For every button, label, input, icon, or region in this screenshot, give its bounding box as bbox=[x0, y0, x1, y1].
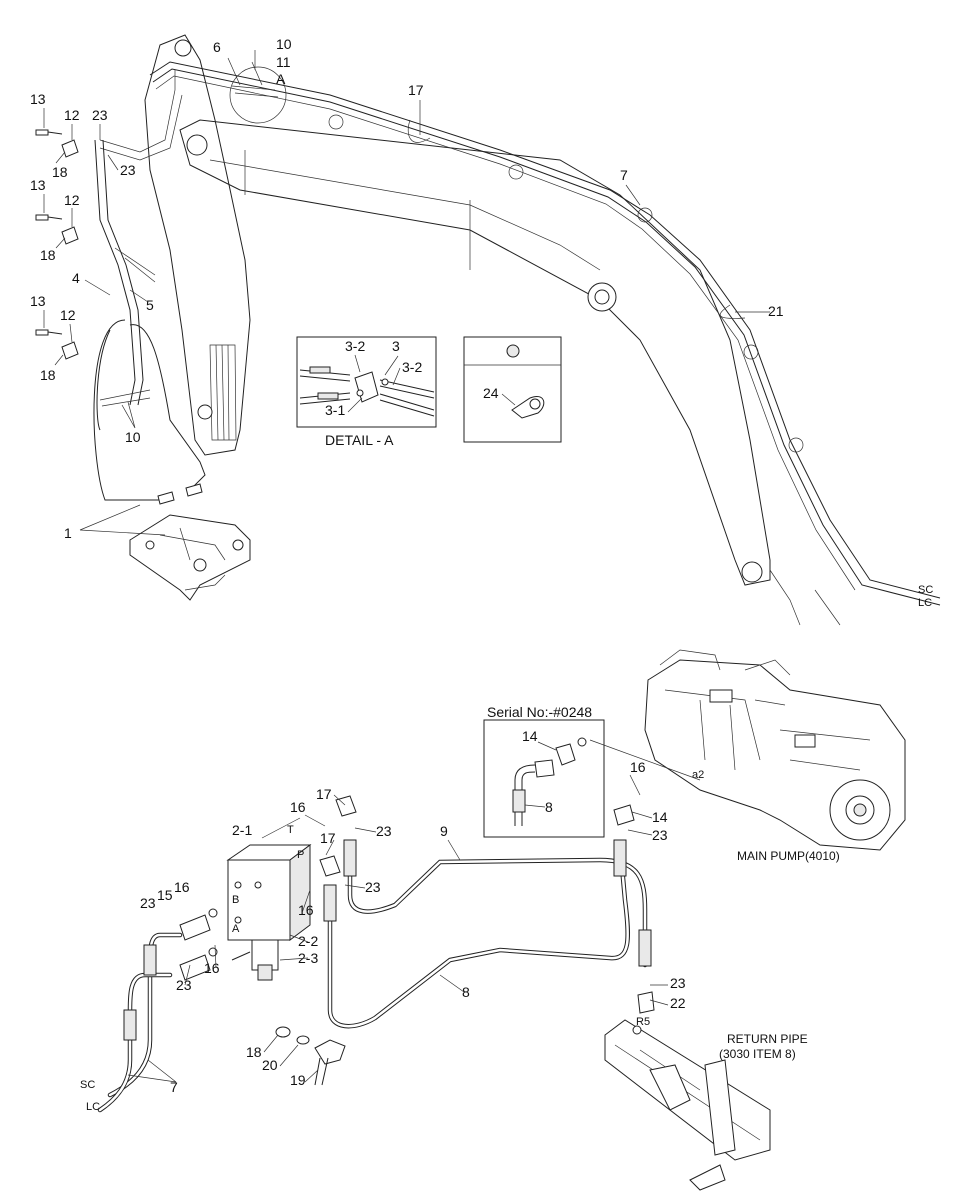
callout-13b: 13 bbox=[30, 177, 46, 193]
attachment-hoses bbox=[93, 139, 206, 505]
callout-4: 4 bbox=[72, 270, 80, 286]
callout-12b: 12 bbox=[64, 192, 80, 208]
callout-23: 23 bbox=[92, 107, 108, 123]
callout-2-1: 2-1 bbox=[232, 822, 252, 838]
callout-10: 10 bbox=[276, 36, 292, 52]
bottom-sc-label: SC bbox=[80, 1079, 95, 1091]
detail-label-3: 3 bbox=[392, 338, 400, 354]
serial-label-14: 14 bbox=[522, 728, 538, 744]
serial-label-8: 8 bbox=[545, 799, 553, 815]
callout-16c: 16 bbox=[298, 902, 314, 918]
callout-23g: 23 bbox=[176, 977, 192, 993]
valve-block bbox=[226, 844, 312, 981]
bottom-callouts: 16 14 23 17 16 23 9 2-1 17 23 16 23 15 1… bbox=[127, 759, 686, 1095]
callout-23c: 23 bbox=[652, 827, 668, 843]
callout-23d: 23 bbox=[376, 823, 392, 839]
callout-16e: 16 bbox=[204, 960, 220, 976]
callout-23e: 23 bbox=[365, 879, 381, 895]
top-lc-label: LC bbox=[918, 597, 932, 609]
detail-label-3-1: 3-1 bbox=[325, 402, 345, 418]
top-callouts: 10 6 11 17 13 12 23 18 23 13 12 18 7 4 5… bbox=[30, 36, 784, 541]
return-pipe-caption-1: RETURN PIPE bbox=[727, 1032, 808, 1046]
callout-10b: 10 bbox=[125, 429, 141, 445]
callout-2-3: 2-3 bbox=[298, 950, 318, 966]
callout-11: 11 bbox=[276, 54, 291, 70]
serial-number-title: Serial No:-#0248 bbox=[487, 704, 592, 720]
callout-8: 8 bbox=[462, 984, 470, 1000]
callout-23f: 23 bbox=[140, 895, 156, 911]
port-b-mark: B bbox=[232, 894, 239, 906]
serial-box: 14 8 bbox=[483, 719, 701, 838]
port-r5-mark: R5 bbox=[636, 1016, 650, 1028]
callout-16d: 16 bbox=[174, 879, 190, 895]
callout-18b: 18 bbox=[40, 247, 56, 263]
callout-7: 7 bbox=[620, 167, 628, 183]
callout-21: 21 bbox=[768, 303, 784, 319]
main-pump bbox=[644, 649, 906, 851]
callout-16: 16 bbox=[630, 759, 646, 775]
callout-14: 14 bbox=[652, 809, 668, 825]
detail-a-marker: A bbox=[229, 66, 287, 124]
return-pipe-caption-2: (3030 ITEM 8) bbox=[719, 1047, 796, 1061]
left-supply-hoses bbox=[97, 908, 218, 1113]
port-a-mark: A bbox=[232, 923, 240, 935]
clamp-label-24: 24 bbox=[483, 385, 499, 401]
callout-7b: 7 bbox=[170, 1079, 178, 1095]
bottom-lc-label: LC bbox=[86, 1101, 100, 1113]
callout-12: 12 bbox=[64, 107, 80, 123]
callout-1: 1 bbox=[64, 525, 72, 541]
callout-19: 19 bbox=[290, 1072, 306, 1088]
callout-12c: 12 bbox=[60, 307, 76, 323]
callout-22: 22 bbox=[670, 995, 686, 1011]
boom-structure bbox=[144, 34, 841, 626]
callout-18: 18 bbox=[52, 164, 68, 180]
port-p-mark: P bbox=[297, 849, 304, 861]
callout-18c: 18 bbox=[40, 367, 56, 383]
callout-6: 6 bbox=[213, 39, 221, 55]
callout-20: 20 bbox=[262, 1057, 278, 1073]
clamp-detail-box: 24 bbox=[463, 336, 562, 443]
callout-13c: 13 bbox=[30, 293, 46, 309]
detail-a-box: 3-2 3 3-2 3-1 DETAIL - A bbox=[296, 336, 437, 448]
detail-a-caption: DETAIL - A bbox=[325, 432, 394, 448]
block-fasteners bbox=[275, 1026, 346, 1086]
callout-17: 17 bbox=[408, 82, 424, 98]
callout-9: 9 bbox=[440, 823, 448, 839]
quick-coupler-bracket bbox=[129, 514, 251, 601]
detail-a-letter: A bbox=[276, 71, 286, 87]
callout-2-2: 2-2 bbox=[298, 933, 318, 949]
callout-5: 5 bbox=[146, 297, 154, 313]
callout-17c: 17 bbox=[320, 830, 336, 846]
callout-17b: 17 bbox=[316, 786, 332, 802]
callout-16b: 16 bbox=[290, 799, 306, 815]
callout-13: 13 bbox=[30, 91, 46, 107]
return-pipe bbox=[604, 1019, 771, 1191]
left-fasteners bbox=[35, 129, 79, 360]
callout-23h: 23 bbox=[670, 975, 686, 991]
detail-label-3-2a: 3-2 bbox=[345, 338, 365, 354]
arm-boom-pipes bbox=[99, 61, 941, 606]
port-t-mark: T bbox=[287, 824, 294, 836]
callout-18d: 18 bbox=[246, 1044, 262, 1060]
callout-15: 15 bbox=[157, 887, 173, 903]
top-sc-label: SC bbox=[918, 584, 933, 596]
detail-label-3-2b: 3-2 bbox=[402, 359, 422, 375]
main-pump-caption: MAIN PUMP(4010) bbox=[737, 849, 840, 863]
callout-23b: 23 bbox=[120, 162, 136, 178]
